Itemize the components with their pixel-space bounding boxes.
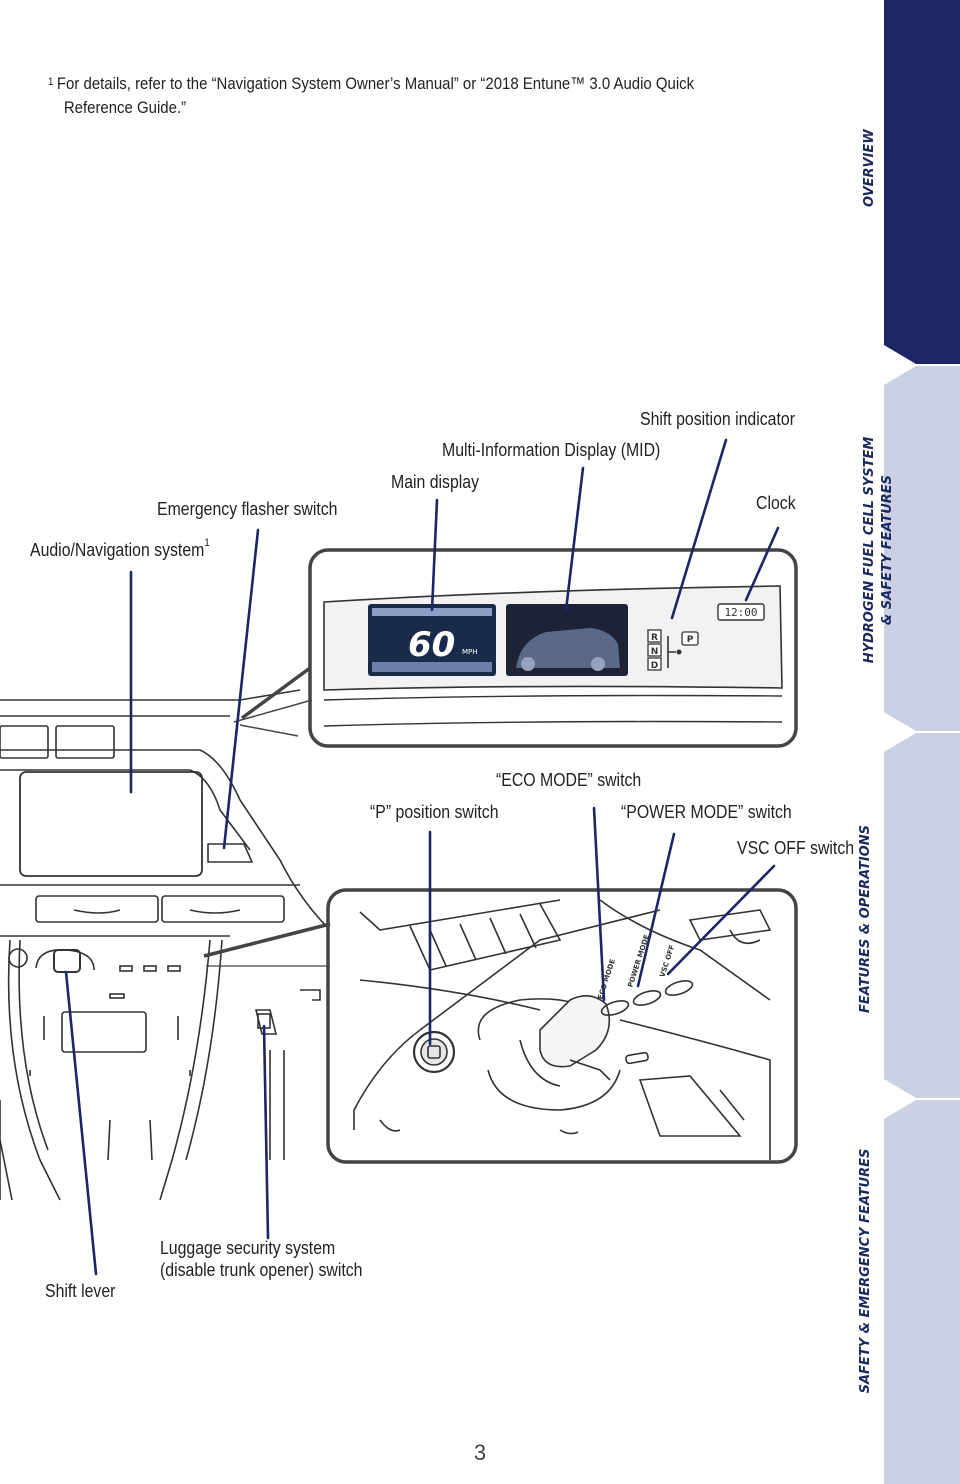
gear-p: P xyxy=(687,635,694,645)
leader-shift-lever xyxy=(64,970,98,1276)
label-audio-nav-text: Audio/Navigation system xyxy=(30,540,205,560)
console-inset: ECO MODE POWER MODE VSC OFF xyxy=(203,888,798,1164)
speed-unit: MPH xyxy=(462,648,478,656)
leader-power xyxy=(636,832,676,988)
leader-mid xyxy=(564,466,585,612)
leader-eco xyxy=(592,806,606,1002)
footnote-line2: Reference Guide.” xyxy=(63,98,187,117)
dashboard-lines xyxy=(0,689,331,1201)
label-luggage-security: Luggage security system (disable trunk o… xyxy=(160,1237,362,1281)
tab-features-shape[interactable] xyxy=(884,733,960,1098)
label-emergency-flasher: Emergency flasher switch xyxy=(157,499,338,519)
label-shift-position-indicator: Shift position indicator xyxy=(640,409,795,429)
leader-lines xyxy=(64,438,780,1276)
leader-shift-indicator xyxy=(670,438,728,620)
leader-emergency-flasher xyxy=(222,528,260,850)
label-clock: Clock xyxy=(756,493,796,513)
label-audio-nav: Audio/Navigation system1 xyxy=(30,537,210,561)
page-number: 3 xyxy=(473,1440,487,1465)
leader-main-display xyxy=(430,498,439,612)
leader-clock xyxy=(744,526,780,602)
tab-overview-shape[interactable] xyxy=(884,0,960,364)
label-eco-mode: “ECO MODE” switch xyxy=(496,770,642,790)
label-luggage-line1: Luggage security system xyxy=(160,1238,336,1258)
label-p-position: “P” position switch xyxy=(370,802,499,822)
label-mid: Multi-Information Display (MID) xyxy=(442,440,661,460)
footnote-line1: For details, refer to the “Navigation Sy… xyxy=(56,74,695,93)
display-inset xyxy=(233,548,798,748)
label-shift-lever: Shift lever xyxy=(45,1281,116,1301)
section-tabs: OVERVIEW HYDROGEN FUEL CELL SYSTEM & SAF… xyxy=(850,0,960,1484)
gear-n: N xyxy=(651,647,659,657)
leader-vsc xyxy=(666,864,776,976)
leader-luggage xyxy=(262,1024,270,1240)
label-audio-nav-sup: 1 xyxy=(204,537,210,549)
label-luggage-line2: (disable trunk opener) switch xyxy=(160,1260,363,1280)
speed-readout: 60 xyxy=(408,625,455,665)
tab-hydrogen-shape[interactable] xyxy=(884,366,960,731)
label-vsc-off: VSC OFF switch xyxy=(737,838,855,858)
footnote-marker: 1 xyxy=(48,76,54,88)
section-tabs-graphic xyxy=(884,0,960,1484)
gear-d: D xyxy=(651,661,658,671)
label-main-display: Main display xyxy=(391,472,480,492)
clock-time: 12:00 xyxy=(724,606,757,619)
label-power-mode: “POWER MODE” switch xyxy=(621,802,792,822)
gear-r: R xyxy=(651,633,658,643)
tab-safety-shape[interactable] xyxy=(884,1100,960,1484)
